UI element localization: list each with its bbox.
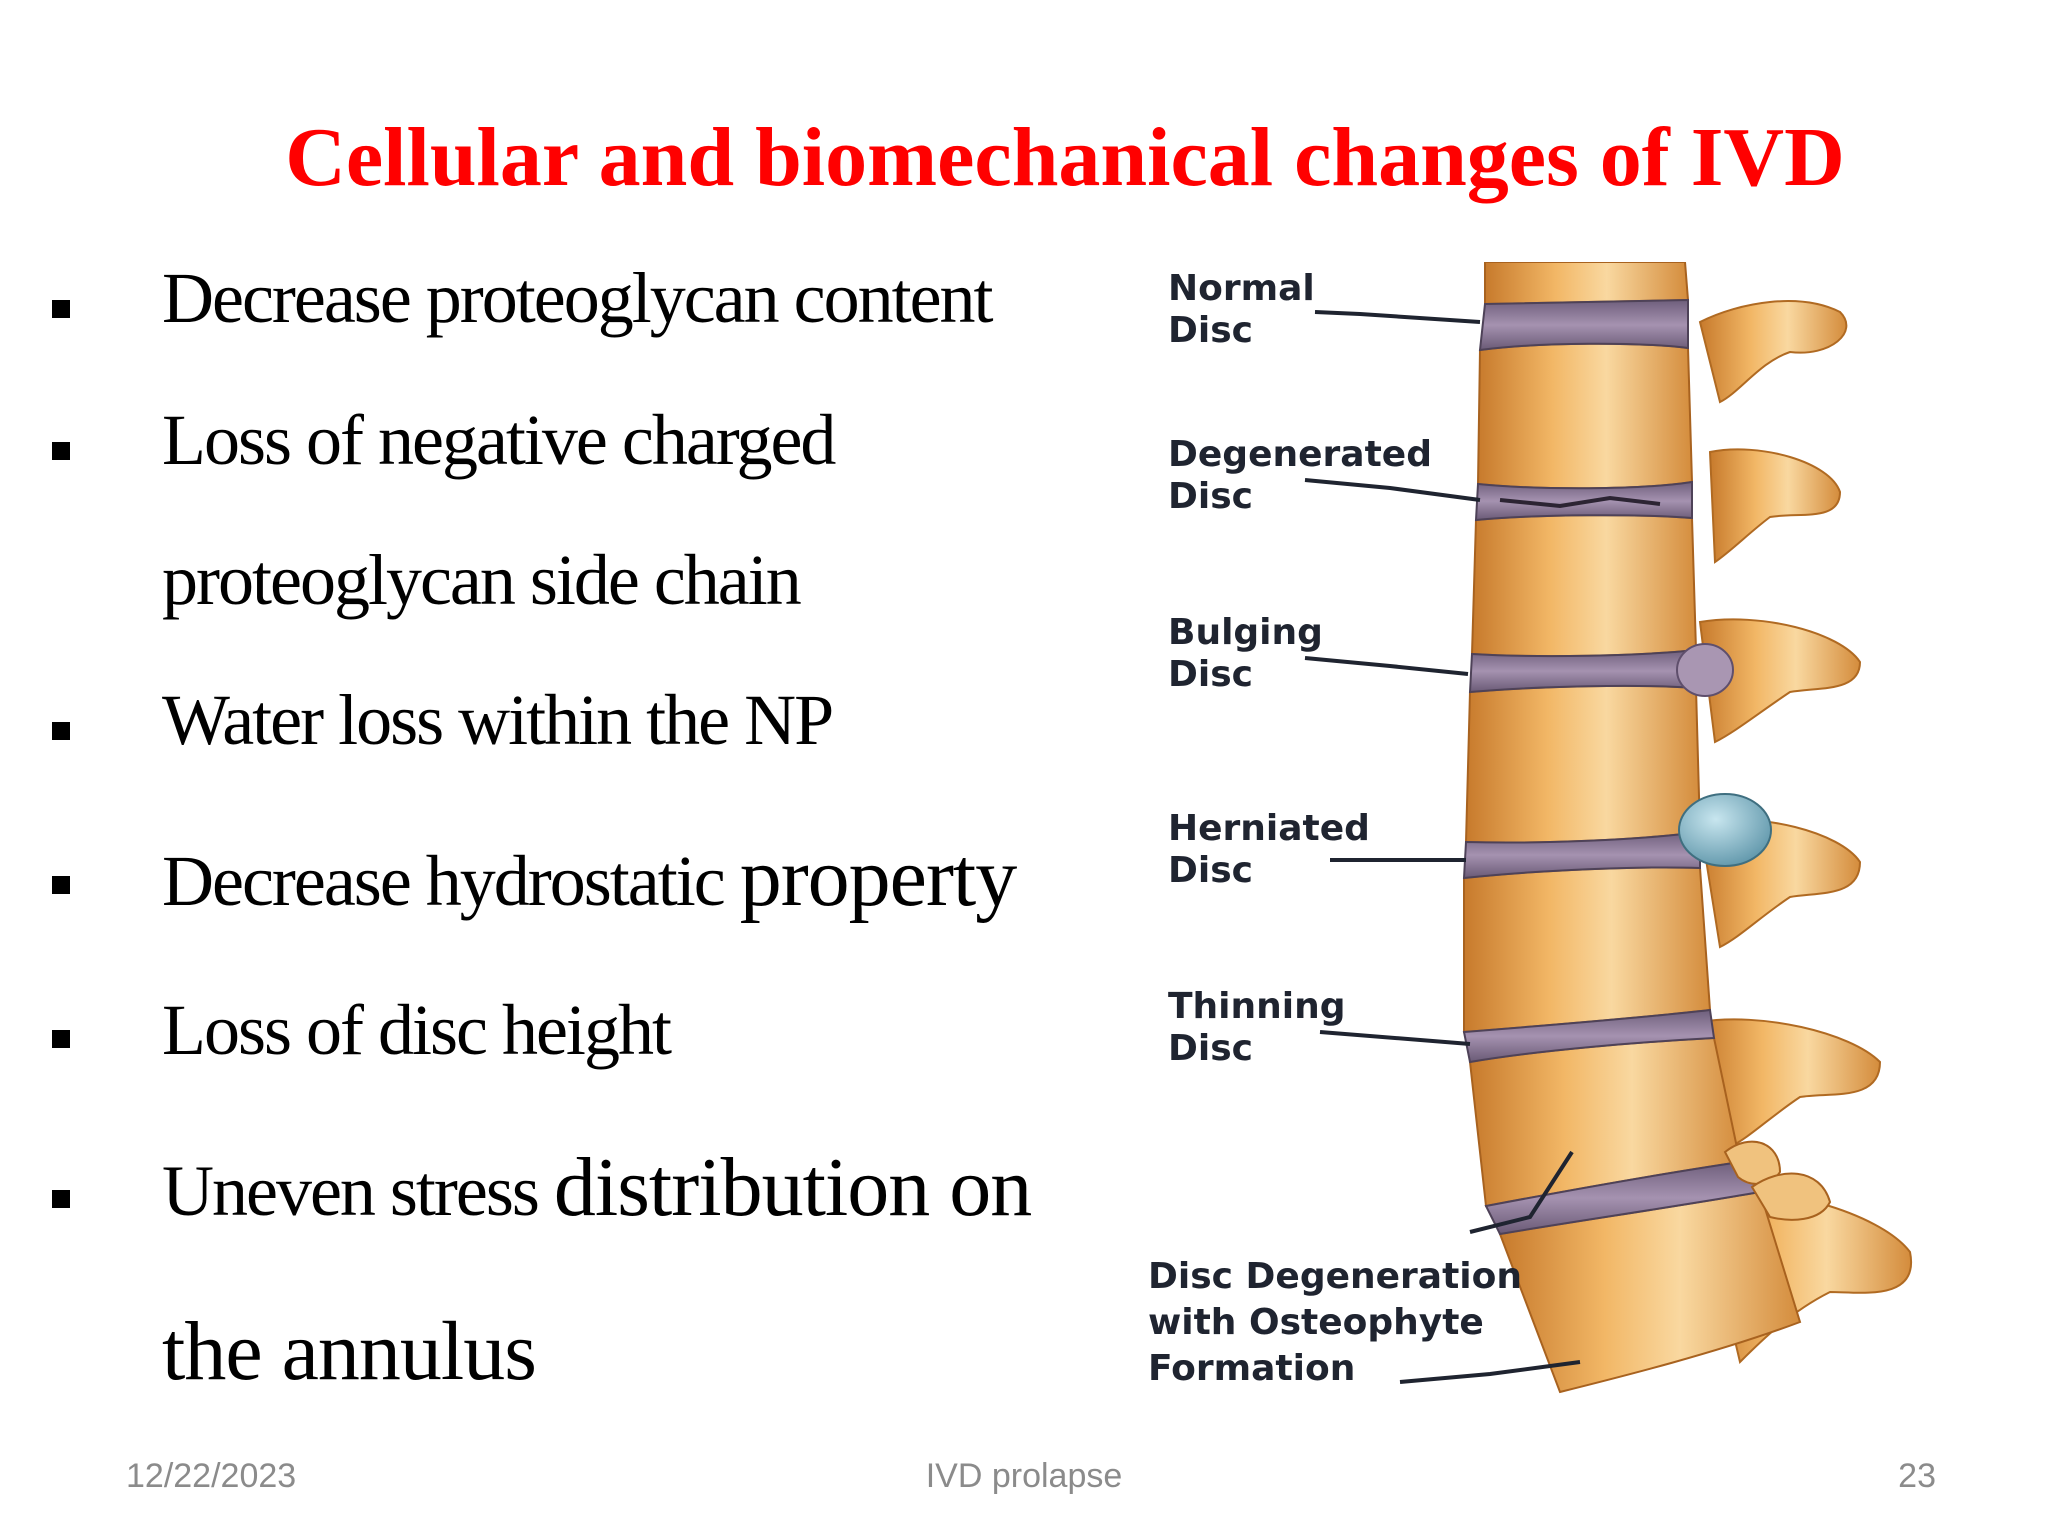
label-herniated-l2: Disc	[1168, 850, 1253, 891]
bullet-text: Loss of disc height	[162, 990, 672, 1070]
bullet-text: Uneven stress distribution on	[162, 1146, 1032, 1232]
bullet-text-segment: the annulus	[162, 1305, 537, 1398]
label-bulging-l1: Bulging	[1168, 612, 1323, 653]
normal-disc	[1478, 298, 1689, 352]
label-normal-l2: Disc	[1168, 310, 1253, 351]
footer-page-number: 23	[1898, 1457, 1936, 1495]
bullet-text: Water loss within the NP	[162, 680, 834, 760]
footer-date: 12/22/2023	[126, 1457, 297, 1495]
bullet-marker	[52, 722, 70, 740]
bullet-text-segment: Decrease proteoglycan content	[162, 258, 994, 338]
bullet-text: Decrease proteoglycan content	[162, 258, 994, 338]
bullet-text: Decrease hydrostatic property	[162, 836, 1017, 922]
bullet-text: the annulus	[162, 1310, 537, 1395]
bullet-text-segment: property	[739, 831, 1018, 924]
bulge	[1676, 643, 1734, 697]
bullet-text-segment: Uneven stress	[162, 1151, 554, 1231]
herniation	[1678, 793, 1772, 867]
bullet-text-segment: Loss of negative charged	[162, 400, 836, 480]
slide-title: Cellular and biomechanical changes of IV…	[285, 111, 1845, 204]
label-thinning-l1: Thinning	[1168, 986, 1346, 1027]
label-bulging-l2: Disc	[1168, 654, 1253, 695]
leader-lines	[1304, 310, 1581, 1384]
osteophytes	[1723, 1140, 1832, 1221]
label-degenerated-l2: Disc	[1168, 476, 1253, 517]
bulging-disc	[1468, 648, 1697, 694]
bullet-marker	[52, 1190, 70, 1208]
label-osteophyte-l2: with Osteophyte	[1148, 1302, 1484, 1343]
bullet-text: proteoglycan side chain	[162, 540, 802, 620]
bullet-text-segment: Water loss within the NP	[162, 680, 834, 760]
bullet-text-segment: proteoglycan side chain	[162, 540, 802, 620]
bullet-text-segment: Loss of disc height	[162, 990, 672, 1070]
bullet-text: Loss of negative charged	[162, 400, 836, 480]
label-thinning-l2: Disc	[1168, 1028, 1253, 1069]
bullet-marker	[52, 876, 70, 894]
bullet-marker	[52, 300, 70, 318]
vertebral-bodies	[1463, 262, 1802, 1394]
label-osteophyte-l1: Disc Degeneration	[1148, 1256, 1522, 1297]
spine-disc-degeneration-figure: Normal Disc Degenerated Disc Bulging Dis…	[1148, 262, 1913, 1394]
bullet-marker	[52, 442, 70, 460]
herniated-disc	[1462, 830, 1701, 880]
thinning-disc	[1462, 1008, 1716, 1064]
intervertebral-discs	[1462, 298, 1762, 1236]
spinous-processes	[1698, 300, 1913, 1364]
figure-labels: Normal Disc Degenerated Disc Bulging Dis…	[1148, 268, 1522, 1389]
bullet-text-segment: distribution on	[553, 1141, 1032, 1234]
label-herniated-l1: Herniated	[1168, 808, 1370, 849]
label-osteophyte-l3: Formation	[1148, 1348, 1355, 1389]
label-degenerated-l1: Degenerated	[1168, 434, 1432, 475]
bullet-marker	[52, 1030, 70, 1048]
footer-title: IVD prolapse	[925, 1457, 1123, 1495]
bullet-text-segment: Decrease hydrostatic	[162, 841, 740, 921]
label-normal-l1: Normal	[1168, 268, 1315, 309]
